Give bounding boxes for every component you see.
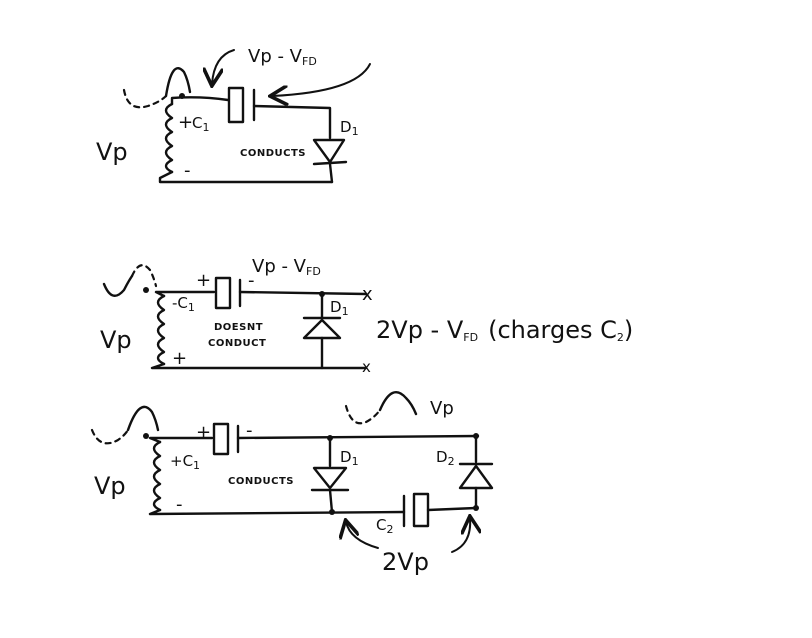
input-wave-negative xyxy=(90,428,130,445)
label-c1-plus: + xyxy=(178,112,193,133)
input-wave-negative xyxy=(122,88,168,109)
winding-lead-top xyxy=(154,290,216,298)
label-d1: D1 xyxy=(330,298,349,318)
label-d1: D1 xyxy=(340,448,359,468)
winding-lead-top xyxy=(148,436,214,444)
label-result: 2Vp - VFD(charges C2) xyxy=(376,316,633,344)
arrow-left xyxy=(346,522,379,549)
label-vp-minus-vfd: Vp - VFD xyxy=(252,256,321,278)
label-plus-bottom: + xyxy=(172,348,187,369)
label-vp-minus-vfd: Vp - VFD xyxy=(248,46,317,68)
arrow-to-capacitor xyxy=(272,63,371,96)
transformer-winding xyxy=(164,102,174,174)
label-cap-minus: - xyxy=(246,420,253,441)
wire-c1-to-d1 xyxy=(252,104,332,140)
label-c1: -C1 xyxy=(172,294,195,314)
label-minus: - xyxy=(176,494,183,515)
input-wave-negative xyxy=(130,264,158,288)
diode-d1-triangle xyxy=(312,138,346,164)
capacitor-c1-body xyxy=(212,422,230,456)
winding-dot xyxy=(143,287,149,293)
winding-lead-top xyxy=(170,96,230,106)
transformer-winding xyxy=(152,440,162,512)
diode-d1-triangle xyxy=(312,466,348,490)
label-conducts: CONDUCTS xyxy=(228,476,294,487)
label-vp-wave: Vp xyxy=(430,398,454,419)
diode-d1-triangle xyxy=(302,318,342,340)
wire-d1-down xyxy=(328,162,334,184)
winding-lead-bottom xyxy=(148,508,406,516)
label-conducts: CONDUCTS xyxy=(240,148,306,159)
label-c2: C2 xyxy=(376,516,393,536)
wire-top-rail xyxy=(236,434,480,440)
label-plus-top: + xyxy=(196,270,211,291)
label-d1: D1 xyxy=(340,118,359,138)
diagram-2-blocking: x x Vp + -C1 - + D1 DOESNT CONDUCT Vp - … xyxy=(100,256,633,376)
label-vp-left: Vp xyxy=(94,472,126,500)
arrow-from-label xyxy=(212,49,235,84)
winding-lead-bottom xyxy=(158,170,334,184)
label-x-top: x xyxy=(362,284,373,305)
arrow-right xyxy=(451,518,470,553)
diagram-1-charging: Vp + C1 - D1 CONDUCTS Vp - VFD xyxy=(96,46,371,184)
wire-c2-to-d2 xyxy=(426,506,478,512)
label-cap-plus: + xyxy=(196,422,211,443)
label-minus: - xyxy=(184,160,191,181)
label-d2: D2 xyxy=(436,448,455,468)
wire-d1-bottom xyxy=(328,488,334,514)
output-wave-negative xyxy=(344,404,382,425)
winding-dot xyxy=(143,433,149,439)
label-cap-minus: - xyxy=(248,270,255,291)
winding-lead-bottom xyxy=(150,362,368,370)
input-wave-positive xyxy=(126,405,160,432)
diode-d2-triangle xyxy=(458,464,494,490)
label-conduct: CONDUCT xyxy=(208,338,266,349)
label-c1: C1 xyxy=(192,114,209,134)
label-vp: Vp xyxy=(96,138,128,166)
junction-bottom-left xyxy=(329,509,335,515)
transformer-winding xyxy=(156,294,166,366)
label-x-bottom: x xyxy=(362,358,371,376)
label-c1: +C1 xyxy=(170,452,200,472)
wire-c1-to-x xyxy=(238,290,368,296)
input-wave-positive xyxy=(164,67,192,98)
capacitor-c1-body xyxy=(227,86,245,124)
diagram-3-doubler: Vp Vp +C1 + - - D1 D2 CONDUCTS C2 2Vp xyxy=(90,391,494,576)
label-vp: Vp xyxy=(100,326,132,354)
capacitor-c2-body xyxy=(412,492,430,528)
label-2vp: 2Vp xyxy=(382,548,429,576)
output-wave-positive xyxy=(378,391,418,416)
input-wave-positive xyxy=(102,274,134,297)
label-doesnt: DOESNT xyxy=(214,322,263,333)
capacitor-c1-body xyxy=(214,276,232,310)
